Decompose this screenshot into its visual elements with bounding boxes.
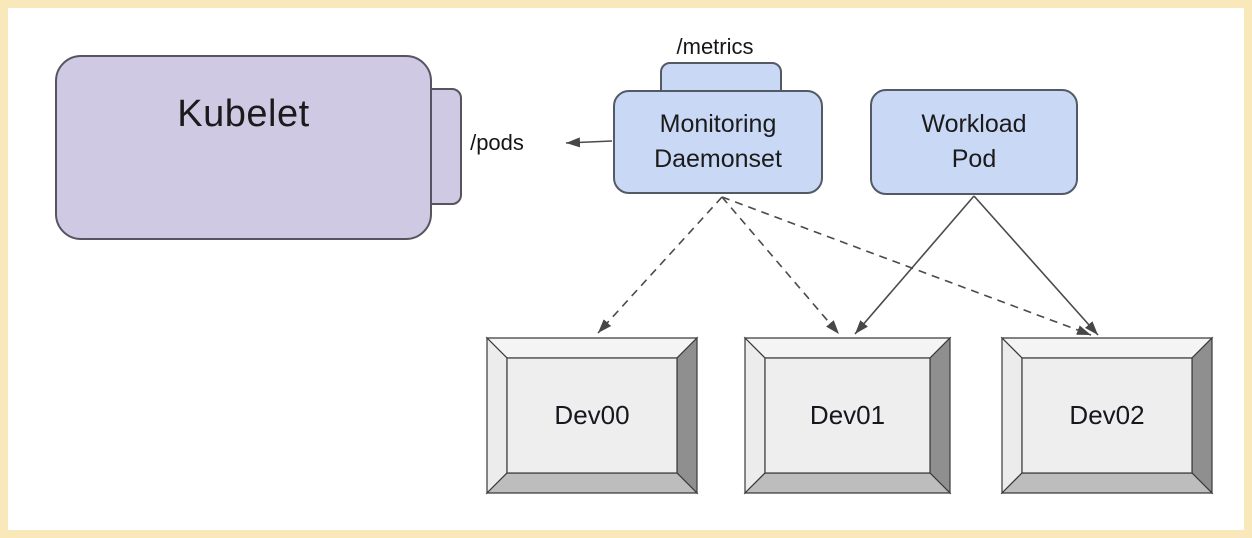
- dev01-left-bevel: [744, 336, 766, 495]
- dev01-bottom-bevel: [743, 472, 952, 494]
- device-label-dev01: Dev01: [809, 400, 886, 430]
- dev00-top-bevel: [485, 337, 699, 359]
- monitoring-daemonset-node: Monitoring Daemonset: [613, 90, 823, 194]
- device-label-dev00: Dev00: [554, 400, 630, 430]
- dev01-panel: [764, 357, 931, 474]
- dev02-panel: [1021, 357, 1193, 474]
- device-frame-dev02: [1000, 336, 1214, 495]
- dev00-left-bevel: [486, 336, 508, 495]
- edge-monitoring-to-dev00-arrow: [597, 196, 723, 334]
- kubelet-node: Kubelet: [55, 55, 432, 240]
- edge-workload-to-dev02-arrow: [973, 195, 1099, 336]
- workload-pod-node: Workload Pod: [870, 89, 1078, 195]
- dev02-bottom-bevel: [1000, 472, 1214, 494]
- device-label-dev02: Dev02: [1069, 400, 1145, 430]
- dev00-panel: [506, 357, 678, 474]
- dev00-right-bevel: [676, 336, 698, 495]
- edge-monitoring-to-pods-arrow: [565, 137, 613, 148]
- dev01-right-bevel: [929, 336, 951, 495]
- dev02-left-bevel: [1001, 336, 1023, 495]
- device-frame-dev01: [743, 336, 952, 495]
- dev01-top-bevel: [743, 337, 952, 359]
- device-frame-dev00: [485, 336, 699, 495]
- metrics-endpoint-label: /metrics: [676, 34, 754, 59]
- dev02-top-bevel: [1000, 337, 1214, 359]
- pods-endpoint-label: /pods: [470, 130, 524, 155]
- edge-monitoring-to-dev02-arrow: [721, 196, 1092, 336]
- dev02-right-bevel: [1191, 336, 1213, 495]
- edge-workload-to-dev01-arrow: [854, 195, 975, 335]
- edge-monitoring-to-dev01-arrow: [721, 196, 840, 335]
- dev00-bottom-bevel: [485, 472, 699, 494]
